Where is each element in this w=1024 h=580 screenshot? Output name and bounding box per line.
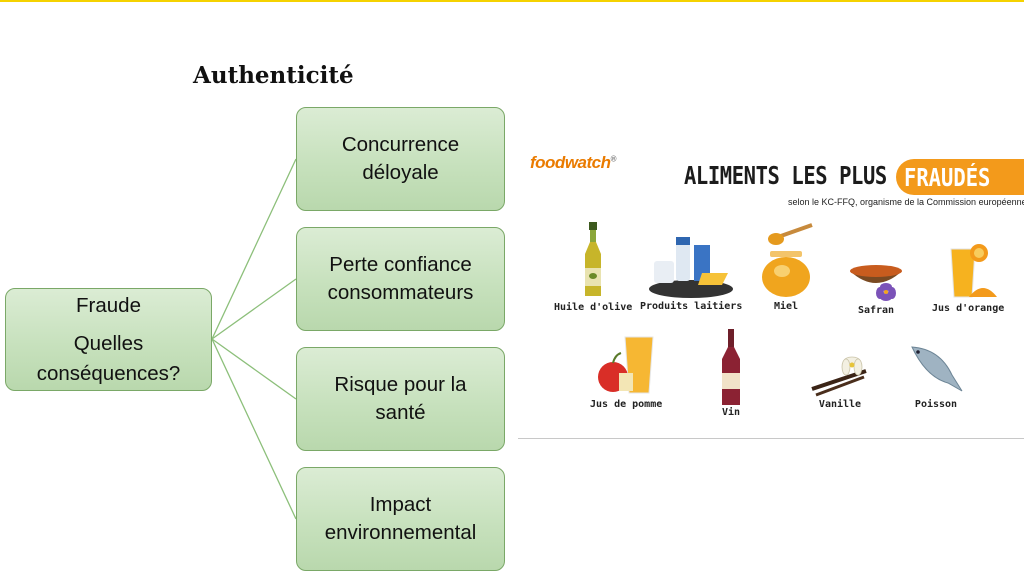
branch-2-line-2: consommateurs [327,281,474,304]
item-vin: Vin [720,329,742,418]
headline-highlight-band [896,159,1024,195]
connector-3 [211,338,297,400]
root-node-fraude: Fraude Quelles conséquences? [5,288,212,391]
branch-1-line-2: déloyale [362,161,439,184]
branch-node-environnement: Impact environnemental [296,467,505,571]
branch-3-line-2: santé [375,401,426,424]
connector-2 [211,278,297,340]
top-rule [0,0,1024,2]
connector-1 [211,158,297,340]
foodwatch-logo: foodwatch® [530,153,616,172]
item-label: Jus de pomme [590,399,663,410]
foodwatch-infographic: foodwatch® ALIMENTS LES PLUS FRAUDÉS sel… [518,125,1024,439]
item-label: Jus d'orange [932,303,1005,314]
apple-juice-icon [598,336,654,394]
item-label: Vanille [818,399,862,410]
orange-juice-icon [950,244,998,298]
item-huile-olive: Huile d'olive [554,220,632,313]
connector-4 [211,338,297,520]
infographic-subtitle: selon le KC-FFQ, organisme de la Commiss… [788,197,1024,207]
branch-node-confiance: Perte confiance consommateurs [296,227,505,331]
branch-4-line-2: environnemental [324,521,477,544]
item-label: Safran [857,305,895,316]
root-line-1: Fraude [76,293,141,317]
fish-icon [911,346,963,392]
wine-bottle-icon [722,329,740,405]
olive-oil-bottle-icon [585,222,602,296]
item-safran: Safran [846,255,906,316]
item-produits-laitiers: Produits laitiers [640,233,742,312]
infographic-headline: ALIMENTS LES PLUS [684,161,887,190]
infographic-headline-highlight: FRAUDÉS [904,163,991,192]
slide-title: Authenticité [193,62,354,89]
item-jus-pomme: Jus de pomme [590,335,662,410]
item-label: Poisson [914,399,958,410]
branch-1-line-1: Concurrence [341,133,460,156]
branch-node-sante: Risque pour la santé [296,347,505,451]
item-label: Produits laitiers [640,301,743,312]
dairy-products-icon [649,237,734,298]
item-miel: Miel [756,223,816,312]
item-label: Vin [721,407,741,418]
item-label: Huile d'olive [554,302,633,313]
vanilla-icon [811,356,867,397]
root-line-2: Quelles [73,331,144,355]
branch-4-line-1: Impact [369,493,432,516]
item-poisson: Poisson [906,341,966,410]
item-label: Miel [773,301,799,312]
branch-node-concurrence: Concurrence déloyale [296,107,505,211]
branch-2-line-1: Perte confiance [329,253,472,276]
item-vanille: Vanille [808,351,872,410]
branch-3-line-1: Risque pour la [334,373,467,396]
item-jus-orange: Jus d'orange [932,243,1004,314]
root-line-3: conséquences? [36,361,181,385]
saffron-icon [850,265,902,301]
honey-jar-icon [762,223,813,297]
